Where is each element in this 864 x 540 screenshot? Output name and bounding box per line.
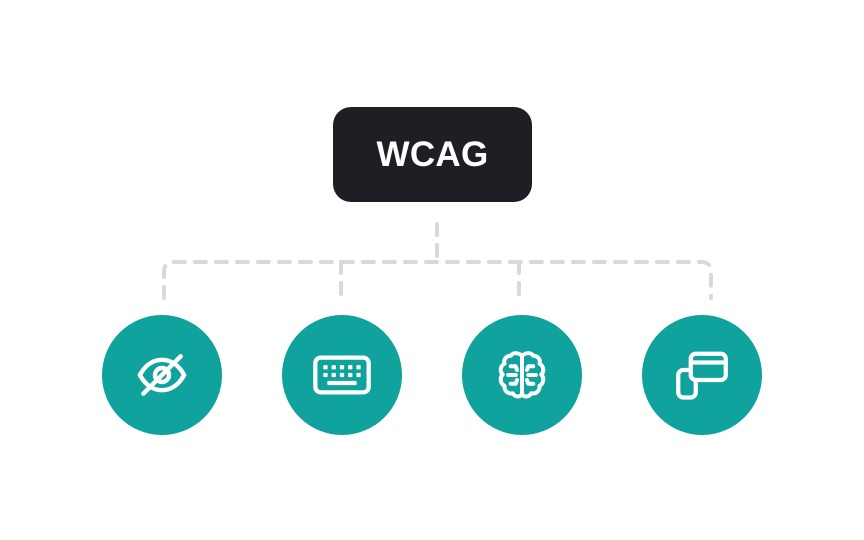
root-node-wcag: WCAG — [333, 107, 532, 202]
connector-horizontal-bus — [162, 260, 713, 300]
node-keyboard — [282, 315, 402, 435]
eye-off-icon — [137, 354, 187, 396]
windows-icon — [676, 351, 728, 400]
root-label: WCAG — [376, 134, 489, 174]
node-cognitive — [462, 315, 582, 435]
node-visual — [102, 315, 222, 435]
keyboard-icon — [313, 355, 371, 395]
node-multi-window — [642, 315, 762, 435]
brain-icon — [498, 351, 546, 399]
